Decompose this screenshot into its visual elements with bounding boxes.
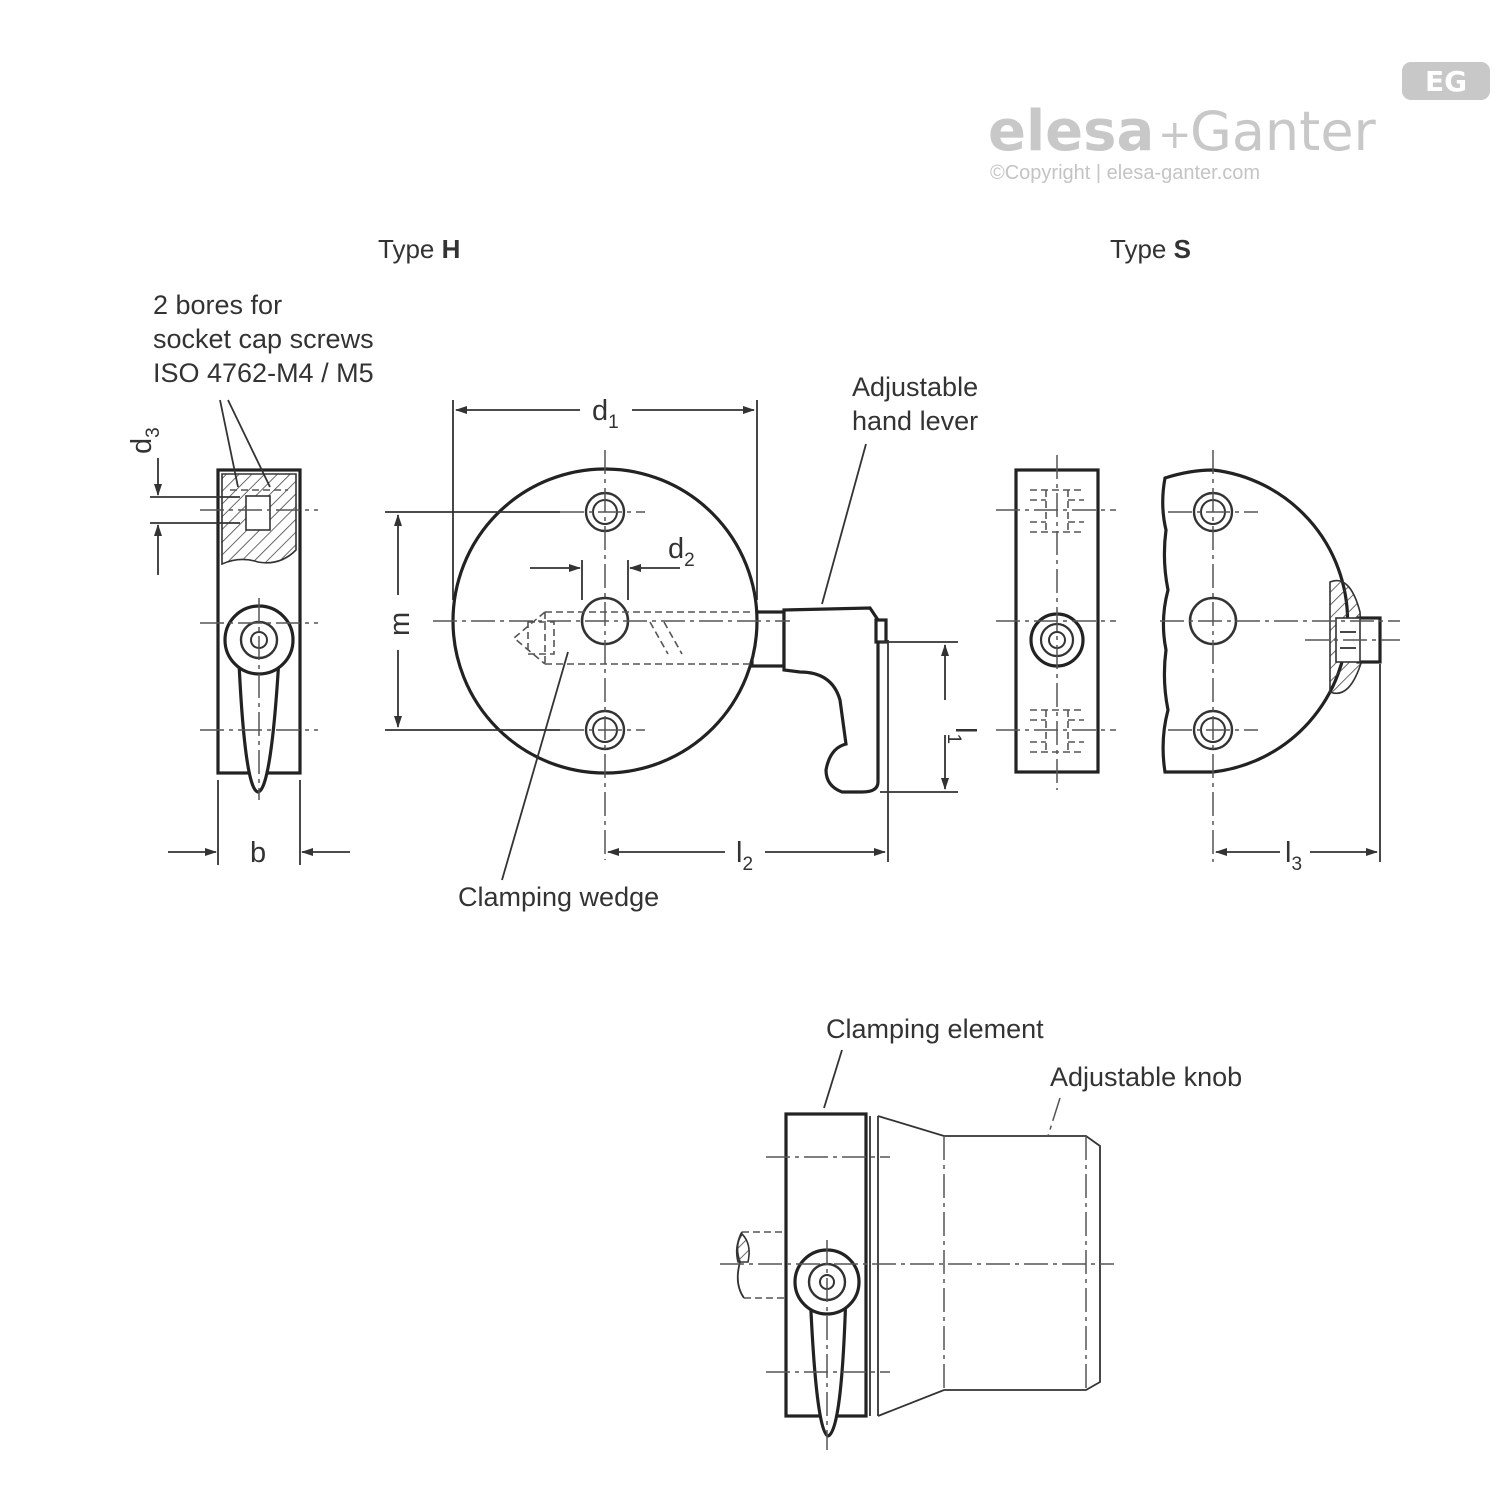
label-clamping-element: Clamping element	[826, 1014, 1044, 1044]
logo-plus: +	[1158, 112, 1192, 158]
label-clamping-wedge: Clamping wedge	[458, 882, 659, 912]
label-bores-line2: socket cap screws	[153, 324, 374, 354]
label-adjustable-knob: Adjustable knob	[1050, 1062, 1242, 1092]
dim-m: m	[384, 612, 416, 636]
type-s-front-view	[1160, 450, 1400, 862]
type-h-side-view	[150, 399, 350, 865]
label-bores-line1: 2 bores for	[153, 290, 282, 320]
type-s-side-view	[996, 455, 1116, 790]
dim-l1: l1	[943, 727, 981, 744]
type-h-front-view	[385, 400, 958, 881]
dim-d1: d1	[592, 395, 619, 433]
brand-logo: EG elesa + Ganter ©Copyright | elesa-gan…	[988, 62, 1490, 184]
dim-d3: d3	[126, 427, 164, 454]
type-s-title: Type S	[1110, 234, 1191, 264]
label-hand-lever-line1: Adjustable	[852, 372, 978, 402]
logo-word-elesa: elesa	[988, 99, 1154, 164]
label-bores-line3: ISO 4762-M4 / M5	[153, 358, 374, 388]
assembly-view	[720, 1049, 1114, 1450]
dim-d2: d2	[668, 533, 695, 571]
eg-badge-text: EG	[1425, 65, 1467, 98]
dim-l3: l3	[1285, 837, 1302, 875]
type-h-title: Type H	[378, 234, 460, 264]
label-hand-lever-line2: hand lever	[852, 406, 978, 436]
dim-b: b	[250, 837, 266, 869]
logo-word-ganter: Ganter	[1190, 100, 1377, 163]
eg-badge: EG	[1402, 62, 1490, 100]
copyright-text: ©Copyright | elesa-ganter.com	[990, 162, 1260, 184]
dim-l2: l2	[736, 837, 753, 875]
